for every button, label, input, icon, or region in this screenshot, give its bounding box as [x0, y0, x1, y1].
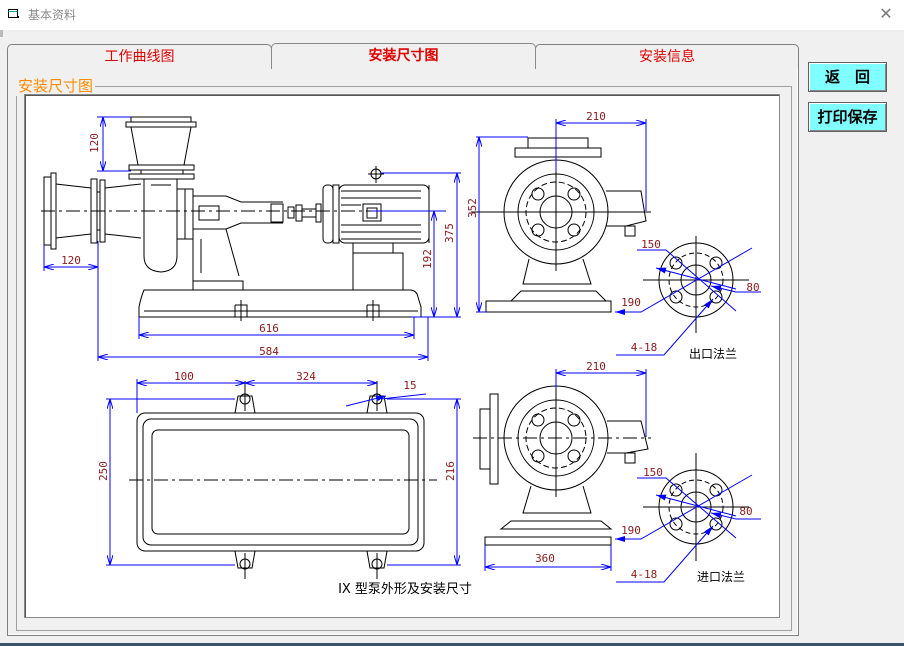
- drawing-caption: IX 型泵外形及安装尺寸: [338, 582, 472, 597]
- outlet-flange-outer-dia: 190: [621, 296, 641, 309]
- dim-plan-hole-width: 216: [444, 461, 457, 481]
- dim-inlet-view-width: 210: [586, 360, 606, 373]
- close-icon: ✕: [879, 4, 893, 23]
- tab-install-dimensions[interactable]: 安装尺寸图: [271, 43, 536, 69]
- plan-view-dimensions: [106, 379, 461, 566]
- front-view-inlet-dimensions: [484, 369, 647, 571]
- outlet-flange-bore: 80: [746, 281, 759, 294]
- tab-strip: 工作曲线图 安装尺寸图 安装信息: [7, 43, 801, 69]
- outlet-flange-dimensions: [615, 247, 761, 356]
- dim-plan-hole-spacing: 324: [296, 370, 316, 383]
- back-button[interactable]: 返 回: [808, 62, 887, 92]
- dim-overall-height: 375: [443, 223, 456, 243]
- dim-shaft-height: 192: [421, 249, 434, 269]
- outlet-flange-holes: 4-18: [631, 341, 658, 354]
- inlet-flange-hole-circle: 150: [643, 466, 663, 479]
- dim-base-length: 616: [259, 322, 279, 335]
- front-view-inlet: [473, 385, 651, 546]
- inlet-flange-label: 进口法兰: [697, 570, 745, 584]
- close-button[interactable]: ✕: [876, 4, 896, 24]
- dim-inlet-height: 120: [88, 133, 101, 153]
- tab-work-curve[interactable]: 工作曲线图: [7, 44, 272, 68]
- side-view: [41, 116, 441, 321]
- dim-overall-length: 584: [259, 345, 279, 358]
- group-label: 安装尺寸图: [16, 75, 96, 96]
- dim-inlet-length: 120: [61, 254, 81, 267]
- dim-plan-offset: 100: [174, 370, 194, 383]
- drawing-canvas: 120 120 616 584 192 375 210 352: [24, 94, 780, 618]
- inlet-flange-dimensions: [615, 474, 761, 583]
- plan-view: [129, 381, 437, 579]
- dim-outlet-height: 352: [466, 198, 479, 218]
- title-bar: 基本资料 ✕: [0, 0, 904, 30]
- window-title: 基本资料: [28, 8, 77, 22]
- front-view-outlet: [471, 137, 651, 313]
- inlet-flange-outer-dia: 190: [621, 524, 641, 537]
- tab-install-info[interactable]: 安装信息: [535, 44, 799, 68]
- taskbar-edge: [0, 643, 904, 646]
- inlet-flange-holes: 4-18: [631, 568, 658, 581]
- dim-plan-hole-dia: 15: [403, 379, 416, 392]
- outlet-flange-label: 出口法兰: [689, 347, 737, 361]
- inlet-flange-bore: 80: [739, 505, 752, 518]
- dim-outlet-width: 210: [586, 110, 606, 123]
- window-app-icon: [8, 9, 19, 18]
- print-save-button[interactable]: 打印保存: [808, 102, 887, 132]
- dim-plan-width: 250: [97, 461, 110, 481]
- front-view-outlet-dimensions: [476, 119, 647, 313]
- group-box: [16, 86, 792, 631]
- side-view-dimensions: [43, 116, 461, 361]
- dim-inlet-base-width: 360: [535, 552, 555, 565]
- outlet-flange-hole-circle: 150: [641, 238, 661, 251]
- installation-drawing: 120 120 616 584 192 375 210 352: [41, 110, 761, 597]
- edge-marker: [0, 30, 3, 37]
